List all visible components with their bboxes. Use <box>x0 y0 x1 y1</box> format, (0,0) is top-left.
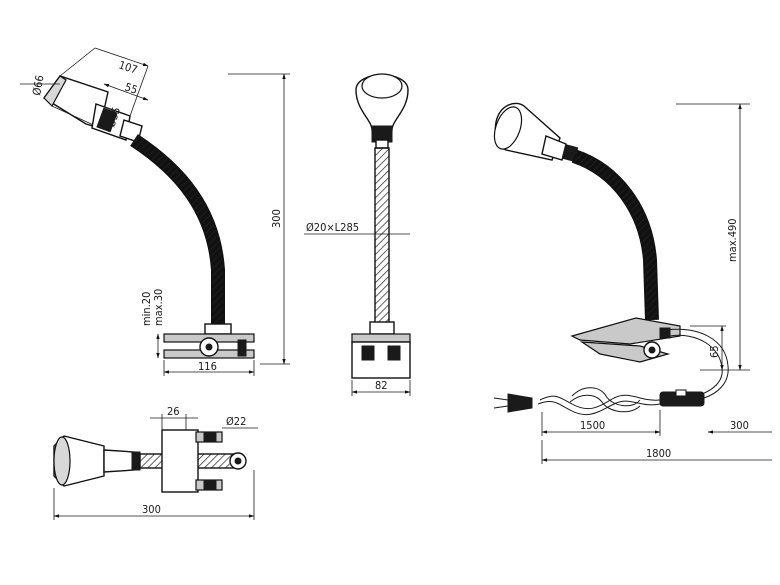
side-dimensions: 107 55 Ø66 Ø35 300 min.20 max.30 116 <box>20 47 290 376</box>
side-head-diameter: Ø66 <box>30 74 46 96</box>
installed-lamp-head <box>493 102 579 162</box>
side-neck-length: 55 <box>123 80 139 96</box>
installed-clamp-height: 65 <box>708 345 721 358</box>
top-lamp-head <box>53 435 141 487</box>
front-arm-spec: Ø20×L285 <box>306 221 359 234</box>
installed-switch-to-lamp: 300 <box>730 419 749 432</box>
front-base-width: 82 <box>375 379 388 392</box>
top-clamp-depth: 26 <box>167 405 180 418</box>
top-total-length: 300 <box>142 503 161 516</box>
top-arm-diameter: Ø22 <box>226 415 246 428</box>
side-clamp <box>163 323 255 359</box>
top-clamp <box>161 429 247 493</box>
top-dimensions: 26 Ø22 300 <box>53 405 258 520</box>
installed-view: max.490 65 1500 300 1800 <box>493 102 772 464</box>
installed-cable <box>493 328 729 416</box>
front-lamp-head <box>355 73 409 149</box>
side-view: 107 55 Ø66 Ø35 300 min.20 max.30 116 <box>20 47 290 376</box>
side-head-length: 107 <box>117 58 139 76</box>
front-view: Ø20×L285 82 <box>304 73 411 396</box>
top-view: 26 Ø22 300 <box>53 405 258 520</box>
front-clamp <box>351 321 411 379</box>
side-clamp-min: min.20 <box>140 292 153 326</box>
side-height: 300 <box>270 209 283 228</box>
installed-dimensions: max.490 65 1500 300 1800 <box>541 103 772 464</box>
side-base-width: 116 <box>198 360 217 373</box>
installed-max-height: max.490 <box>726 218 739 262</box>
front-gooseneck <box>374 147 390 327</box>
front-dimensions: Ø20×L285 82 <box>304 221 411 396</box>
side-clamp-max: max.30 <box>152 289 165 326</box>
installed-cable-to-switch: 1500 <box>580 419 605 432</box>
installed-clamp <box>570 317 681 363</box>
installed-cable-total: 1800 <box>646 447 671 460</box>
side-neck-diameter: Ø35 <box>104 106 123 129</box>
